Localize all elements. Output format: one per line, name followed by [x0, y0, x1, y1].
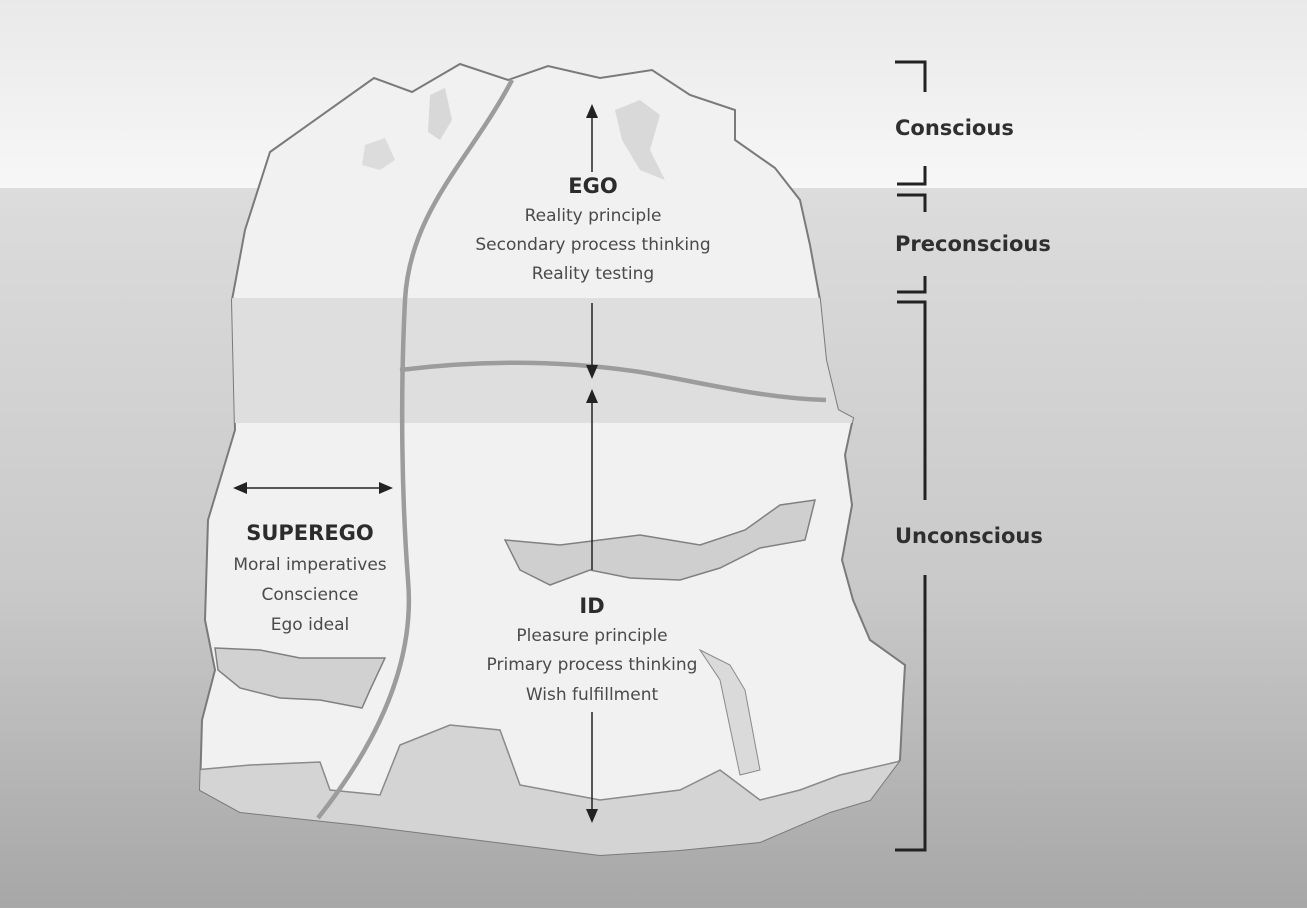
snow-patch — [362, 138, 395, 170]
id-line-2: Primary process thinking — [487, 655, 698, 675]
snow-patch — [428, 88, 452, 140]
iceberg-crevice — [698, 648, 761, 776]
unconscious-bracket-bottom — [895, 575, 927, 852]
snow-patch — [615, 100, 665, 180]
superego-line-2: Conscience — [261, 585, 358, 605]
superego-line-3: Ego ideal — [271, 615, 349, 635]
conscious-bracket-top — [895, 60, 927, 92]
id-line-3: Wish fulfillment — [526, 685, 659, 705]
unconscious-bracket-top — [897, 300, 927, 500]
superego-left-arrowhead — [233, 482, 247, 494]
bottom-edge — [0, 908, 1307, 915]
conscious-bracket-bottom — [897, 166, 927, 186]
ego-title: EGO — [568, 174, 617, 198]
ego-line-2: Secondary process thinking — [475, 235, 710, 255]
id-down-arrowhead — [586, 809, 598, 823]
ego-line-3: Reality testing — [532, 264, 654, 284]
ego-line-1: Reality principle — [525, 206, 662, 226]
level-unconscious: Unconscious — [895, 524, 1043, 548]
superego-line-1: Moral imperatives — [233, 555, 386, 575]
ego-id-divider — [399, 360, 827, 403]
ego-up-arrowhead — [586, 104, 598, 118]
id-line-1: Pleasure principle — [516, 626, 667, 646]
id-title: ID — [579, 594, 604, 618]
superego-label-group: SUPEREGO Moral imperatives Conscience Eg… — [233, 521, 386, 635]
superego-right-arrowhead — [379, 482, 393, 494]
ego-down-arrowhead — [586, 365, 598, 379]
ego-label-group: EGO Reality principle Secondary process … — [475, 174, 710, 284]
superego-title: SUPEREGO — [246, 521, 374, 545]
superego-cavity — [214, 647, 387, 709]
iceberg — [198, 62, 907, 857]
preconscious-bracket-bottom — [897, 276, 927, 294]
arrows — [233, 104, 598, 823]
id-up-arrowhead — [586, 389, 598, 403]
level-conscious: Conscious — [895, 116, 1014, 140]
unconscious-band — [200, 298, 905, 423]
superego-divider — [316, 78, 514, 820]
preconscious-bracket-top — [897, 193, 927, 212]
id-cavity — [503, 499, 816, 586]
level-brackets — [895, 60, 927, 852]
id-label-group: ID Pleasure principle Primary process th… — [487, 594, 698, 705]
level-preconscious: Preconscious — [895, 232, 1051, 256]
